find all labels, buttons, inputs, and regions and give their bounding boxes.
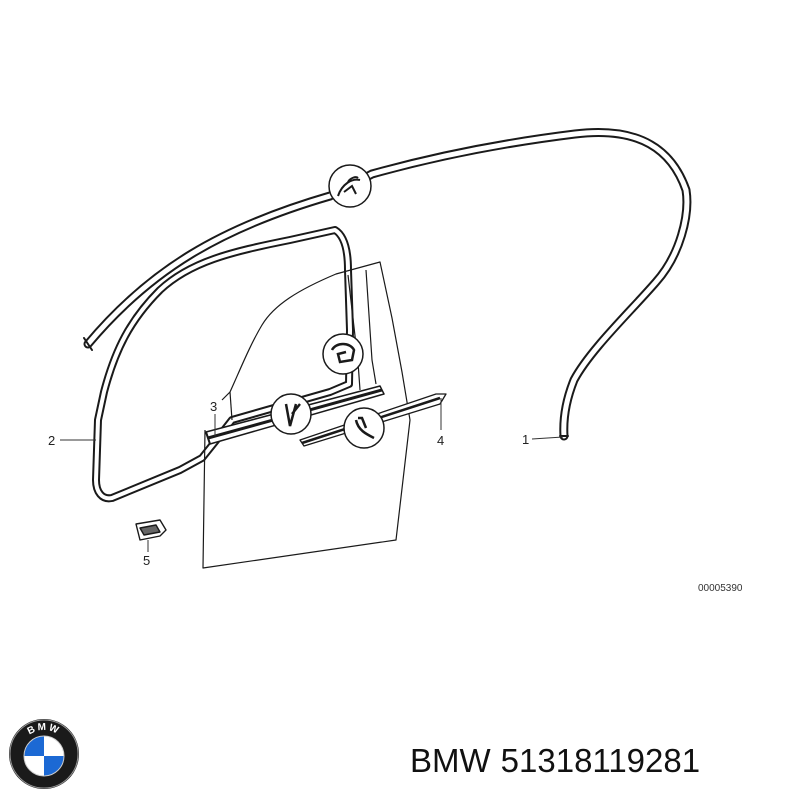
bmw-logo: BMW (9, 719, 79, 789)
detail-circle-inner-strip (343, 407, 385, 449)
callout-4: 4 (437, 433, 444, 448)
bmw-logo-lettering: BMW (26, 722, 60, 737)
diagram-reference-code: 00005390 (698, 583, 743, 594)
callout-1: 1 (522, 432, 529, 447)
leader-line-1 (531, 436, 564, 440)
detail-circle-door-seal (322, 333, 364, 375)
part-number: 51318119281 (500, 742, 701, 779)
callout-5: 5 (143, 553, 150, 568)
callout-2: 2 (48, 433, 55, 448)
detail-circle-outer-strip (270, 393, 312, 435)
seal-part-2 (92, 226, 354, 503)
seal-part-1 (83, 128, 692, 441)
svg-text:BMW: BMW (26, 722, 62, 737)
detail-circle-roof-seal (328, 164, 372, 208)
clip-part-5 (135, 519, 167, 541)
brand-name: BMW (410, 742, 491, 779)
callout-3: 3 (210, 399, 217, 414)
